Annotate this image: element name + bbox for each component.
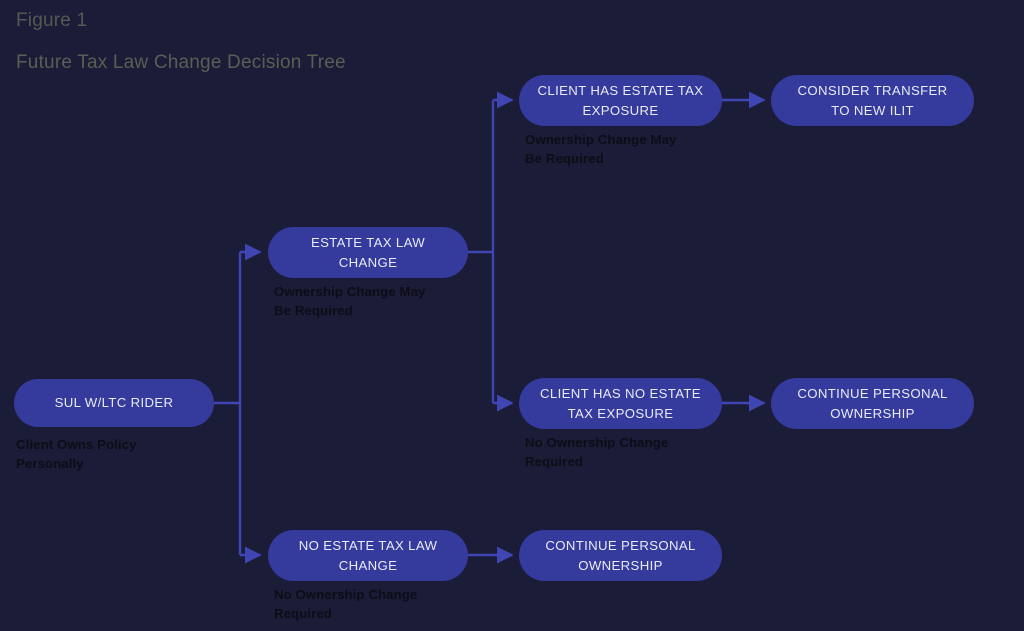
node-no-estate-tax-law-change[interactable]: NO ESTATE TAX LAW CHANGE [268, 530, 468, 581]
node-label-line2: OWNERSHIP [830, 405, 915, 421]
page-title: Future Tax Law Change Decision Tree [16, 52, 346, 73]
node-label-line2: EXPOSURE [582, 102, 659, 118]
caption-no-estate-tax-law-change: No Ownership Change Required [274, 587, 418, 621]
node-label-line1: CONTINUE PERSONAL [545, 538, 696, 554]
node-label-line2: TO NEW ILIT [831, 102, 914, 118]
node-label-line2: OWNERSHIP [578, 557, 663, 573]
node-label-line1: NO ESTATE TAX LAW [298, 538, 438, 554]
node-label-line1: CLIENT HAS ESTATE TAX [537, 83, 704, 99]
node-label-line1: CONSIDER TRANSFER [797, 83, 948, 99]
node-client-has-estate-tax-exposure[interactable]: CLIENT HAS ESTATE TAX EXPOSURE [519, 75, 722, 126]
caption-client-has-estate-tax-exposure: Ownership Change May Be Required [525, 132, 677, 166]
node-label-line1: ESTATE TAX LAW [310, 235, 426, 251]
node-label-line2: CHANGE [338, 557, 398, 573]
figure-label: Figure 1 [16, 10, 88, 31]
node-continue-personal-ownership-bottom[interactable]: CONTINUE PERSONAL OWNERSHIP [519, 530, 722, 581]
caption-sul-wltc-rider: Client Owns Policy Personally [16, 437, 137, 471]
node-label-line1: CONTINUE PERSONAL [797, 386, 948, 402]
node-label-line2: TAX EXPOSURE [567, 405, 674, 421]
node-client-has-no-estate-tax-exposure[interactable]: CLIENT HAS NO ESTATE TAX EXPOSURE [519, 378, 722, 429]
node-consider-transfer-to-new-ilit[interactable]: CONSIDER TRANSFER TO NEW ILIT [771, 75, 974, 126]
node-label: SUL W/LTC RIDER [54, 395, 174, 411]
caption-estate-tax-law-change: Ownership Change May Be Required [274, 284, 426, 318]
node-label-line2: CHANGE [338, 254, 398, 270]
node-estate-tax-law-change[interactable]: ESTATE TAX LAW CHANGE [268, 227, 468, 278]
caption-client-has-no-estate-tax-exposure: No Ownership Change Required [525, 435, 669, 469]
node-continue-personal-ownership-middle[interactable]: CONTINUE PERSONAL OWNERSHIP [771, 378, 974, 429]
node-sul-wltc-rider[interactable]: SUL W/LTC RIDER [14, 379, 214, 427]
node-label-line1: CLIENT HAS NO ESTATE [540, 386, 701, 402]
